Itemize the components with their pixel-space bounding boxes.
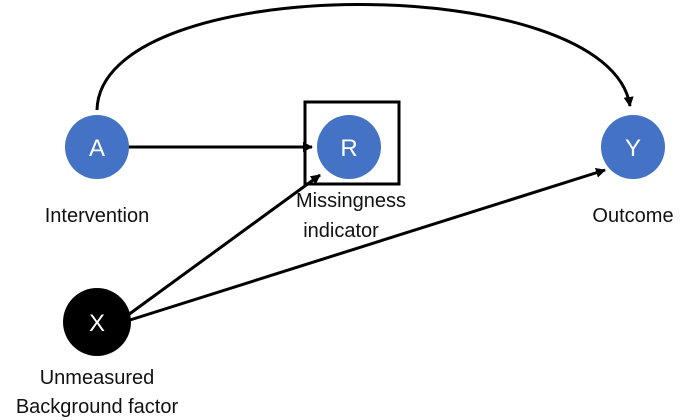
node-y-letter: Y <box>625 135 641 162</box>
node-r-caption-line-1: Missingness <box>296 190 406 212</box>
edge-x-to-y <box>129 167 606 322</box>
node-r-circle-icon <box>317 115 381 179</box>
node-x-letter: X <box>89 310 105 337</box>
node-a: A Intervention <box>45 115 150 227</box>
node-r-box-icon <box>303 100 401 186</box>
node-y-caption: Outcome <box>592 205 673 227</box>
edge-x-to-r <box>127 173 321 317</box>
node-a-caption: Intervention <box>45 205 150 227</box>
node-r-caption-line-2: indicator <box>303 220 379 242</box>
edge-a-to-y <box>95 3 634 111</box>
node-a-circle-icon <box>65 115 129 179</box>
node-a-letter: A <box>89 135 105 162</box>
node-r-letter: R <box>340 135 357 162</box>
node-x-caption-line-1: Unmeasured <box>40 367 155 389</box>
node-x: X Unmeasured Background factor <box>16 288 179 418</box>
node-r: R Missingness indicator <box>296 100 406 242</box>
node-y-circle-icon <box>601 115 665 179</box>
node-x-circle-icon <box>63 288 131 356</box>
node-x-caption-line-2: Background factor <box>16 396 179 418</box>
node-y: Y Outcome <box>592 115 674 227</box>
